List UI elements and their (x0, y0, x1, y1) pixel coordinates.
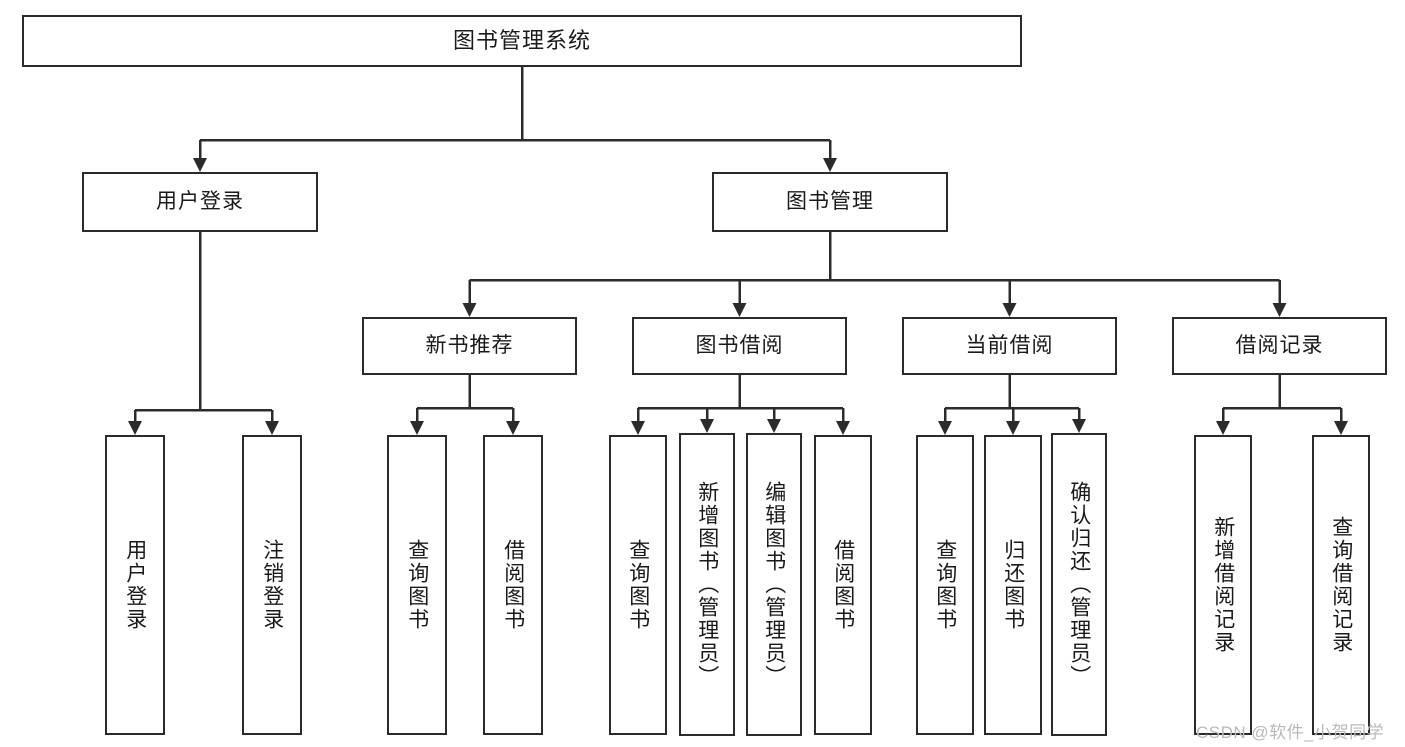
node-label: 新增图书（管理员） (695, 481, 719, 688)
arrow-head (1072, 419, 1086, 433)
node-label: 借阅图书 (831, 539, 855, 631)
node-leaf-book-add[interactable]: 新增图书（管理员） (679, 433, 735, 736)
arrow-head (836, 421, 850, 435)
node-leaf-book-edit[interactable]: 编辑图书（管理员） (746, 433, 802, 736)
node-leaf-rec-borrow[interactable]: 借阅图书 (483, 435, 543, 735)
node-leaf-user-logout[interactable]: 注销登录 (242, 435, 302, 735)
node-leaf-rec-query[interactable]: 查询图书 (387, 435, 447, 735)
node-label: 用户登录 (156, 190, 244, 214)
node-label: 当前借阅 (965, 334, 1054, 358)
node-label: 新增借阅记录 (1211, 516, 1235, 654)
node-label: 图书管理系统 (452, 27, 591, 53)
arrow-head (732, 303, 747, 317)
arrow-head (506, 421, 520, 435)
arrow-head (938, 421, 952, 435)
node-leaf-rec-query2[interactable]: 查询借阅记录 (1312, 435, 1370, 735)
node-label: 注销登录 (260, 539, 284, 631)
node-book-borrow[interactable]: 图书借阅 (632, 317, 847, 375)
arrow-head (700, 419, 714, 433)
node-label: 新书推荐 (425, 334, 514, 358)
node-label: 查询图书 (933, 539, 957, 631)
node-label: 借阅记录 (1235, 334, 1324, 358)
arrow-head (128, 421, 142, 435)
node-label: 确认归还（管理员） (1067, 481, 1091, 688)
node-root[interactable]: 图书管理系统 (22, 15, 1022, 67)
arrow-head (1334, 421, 1348, 435)
node-leaf-cur-query[interactable]: 查询图书 (916, 435, 974, 735)
node-label: 借阅图书 (501, 539, 525, 631)
node-leaf-borrow-query[interactable]: 查询图书 (609, 435, 667, 735)
node-leaf-rec-add[interactable]: 新增借阅记录 (1194, 435, 1252, 735)
node-leaf-cur-return[interactable]: 归还图书 (984, 435, 1042, 735)
arrow-head (1272, 303, 1287, 317)
arrow-head (1002, 303, 1017, 317)
node-new-book-rec[interactable]: 新书推荐 (362, 317, 577, 375)
arrow-head (193, 158, 207, 172)
arrow-head (410, 421, 424, 435)
node-label: 用户登录 (123, 539, 147, 631)
arrow-head (1216, 421, 1230, 435)
node-leaf-borrow-book[interactable]: 借阅图书 (814, 435, 872, 735)
node-label: 查询图书 (405, 539, 429, 631)
node-label: 查询图书 (626, 539, 650, 631)
node-label: 图书借阅 (695, 334, 784, 358)
node-current-borrow[interactable]: 当前借阅 (902, 317, 1117, 375)
edge-group (128, 67, 1348, 435)
node-leaf-cur-confirm[interactable]: 确认归还（管理员） (1051, 433, 1107, 736)
node-book-manage[interactable]: 图书管理 (712, 172, 948, 232)
node-borrow-record[interactable]: 借阅记录 (1172, 317, 1387, 375)
arrow-head (462, 303, 477, 317)
node-label: 查询借阅记录 (1329, 516, 1353, 654)
node-label: 归还图书 (1001, 539, 1025, 631)
arrow-head (823, 158, 837, 172)
node-label: 编辑图书（管理员） (762, 481, 786, 688)
node-user-login[interactable]: 用户登录 (82, 172, 318, 232)
arrow-head (631, 421, 645, 435)
node-label: 图书管理 (786, 190, 874, 214)
arrow-head (1006, 421, 1020, 435)
node-leaf-user-login[interactable]: 用户登录 (105, 435, 165, 735)
arrow-head (767, 419, 781, 433)
arrow-head (265, 421, 279, 435)
